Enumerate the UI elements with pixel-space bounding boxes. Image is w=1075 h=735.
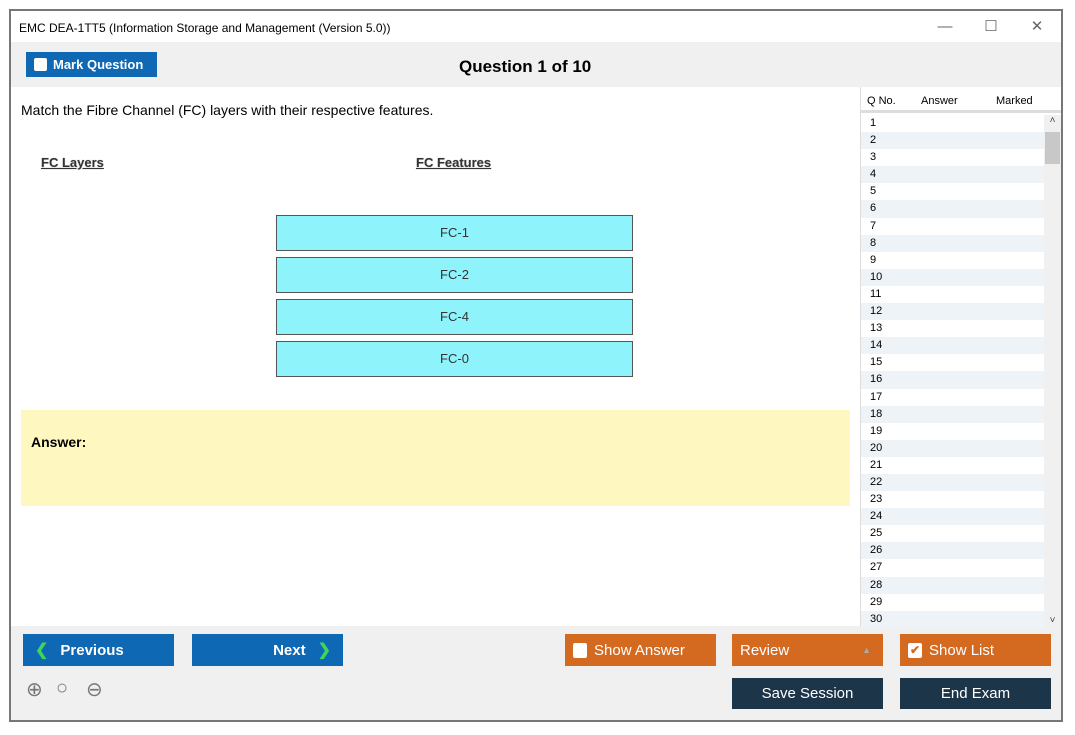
mark-question-button[interactable]: Mark Question <box>26 52 157 77</box>
list-item[interactable]: 29 <box>870 595 883 608</box>
caret-up-icon: ▲ <box>862 645 871 655</box>
question-text: Match the Fibre Channel (FC) layers with… <box>21 102 434 118</box>
review-dropdown[interactable]: Review ▲ <box>732 634 883 666</box>
previous-label: Previous <box>60 641 124 659</box>
list-item[interactable]: 22 <box>861 473 1044 492</box>
list-item[interactable]: 11 <box>870 287 882 300</box>
maximize-button[interactable]: ☐ <box>984 18 998 35</box>
list-item[interactable]: 3 <box>870 151 877 164</box>
show-list-label: Show List <box>929 641 995 659</box>
col-answer: Answer <box>921 95 958 107</box>
list-item[interactable]: 5 <box>870 185 877 198</box>
fc-features-header: FC Features <box>416 155 492 170</box>
drag-item-fc-0[interactable]: FC-0 <box>276 341 633 377</box>
list-item[interactable]: 2 <box>861 132 1044 150</box>
list-item[interactable]: 13 <box>870 322 883 335</box>
mark-question-label: Mark Question <box>53 57 144 72</box>
list-item[interactable]: 4 <box>861 166 1044 184</box>
list-item[interactable]: 18 <box>861 405 1044 423</box>
app-window: EMC DEA-1TT5 (Information Storage and Ma… <box>9 9 1063 722</box>
zoom-out-icon[interactable]: ⊖ <box>86 679 103 701</box>
save-session-button[interactable]: Save Session <box>732 678 883 709</box>
next-button[interactable]: Next ❯ <box>192 634 343 666</box>
list-item[interactable]: 28 <box>861 576 1044 594</box>
list-item[interactable]: 19 <box>870 424 883 437</box>
list-item[interactable]: 7 <box>870 219 877 232</box>
list-item[interactable]: 26 <box>861 542 1044 560</box>
checkbox-icon <box>573 642 587 658</box>
question-counter: Question 1 of 10 <box>459 57 592 76</box>
scroll-thumb[interactable] <box>1045 132 1060 164</box>
toolbar: Mark Question Question 1 of 10 <box>11 42 1061 87</box>
checkbox-icon <box>34 58 47 71</box>
checkbox-checked-icon: ✔ <box>908 642 922 658</box>
list-item[interactable]: 23 <box>870 493 883 506</box>
show-answer-button[interactable]: Show Answer <box>565 634 716 666</box>
drag-item-fc-4[interactable]: FC-4 <box>276 299 633 335</box>
list-item[interactable]: 16 <box>861 371 1044 389</box>
close-button[interactable]: ✕ <box>1030 18 1044 35</box>
list-item[interactable]: 24 <box>861 508 1044 526</box>
show-list-button[interactable]: ✔ Show List <box>900 634 1051 666</box>
drag-item-fc-1[interactable]: FC-1 <box>276 215 633 251</box>
list-item[interactable]: 15 <box>870 356 883 369</box>
list-item[interactable]: 25 <box>870 527 883 540</box>
list-item[interactable]: 20 <box>861 439 1044 457</box>
chevron-right-icon: ❯ <box>317 642 331 659</box>
zoom-reset-icon[interactable]: ○ <box>56 677 69 699</box>
list-item[interactable]: 8 <box>861 234 1044 252</box>
scroll-up-icon[interactable]: ˄ <box>1049 115 1056 126</box>
next-label: Next <box>273 641 306 659</box>
zoom-in-icon[interactable]: ⊕ <box>26 679 43 701</box>
scroll-down-icon[interactable]: ˅ <box>1049 615 1056 626</box>
answer-label: Answer: <box>31 434 87 450</box>
col-marked: Marked <box>996 95 1033 107</box>
drag-item-fc-2[interactable]: FC-2 <box>276 257 633 293</box>
review-label: Review <box>740 641 790 659</box>
window-title: EMC DEA-1TT5 (Information Storage and Ma… <box>19 21 391 35</box>
list-item[interactable]: 14 <box>861 337 1044 355</box>
answer-box: Answer: <box>21 410 850 506</box>
col-qno: Q No. <box>867 95 896 107</box>
minimize-button[interactable]: — <box>937 18 953 35</box>
question-area: Match the Fibre Channel (FC) layers with… <box>11 87 860 626</box>
scrollbar[interactable]: ˄ ˅ <box>1044 115 1061 626</box>
chevron-left-icon: ❮ <box>35 642 49 659</box>
list-item[interactable]: 10 <box>861 268 1044 286</box>
previous-button[interactable]: ❮ Previous <box>23 634 174 666</box>
show-answer-label: Show Answer <box>594 641 685 659</box>
fc-layers-header: FC Layers <box>41 155 104 170</box>
list-header: Q No. Answer Marked <box>861 87 1061 113</box>
list-item[interactable]: 21 <box>870 458 883 471</box>
list-item[interactable]: 12 <box>861 303 1044 321</box>
list-item[interactable]: 6 <box>861 200 1044 218</box>
list-item[interactable]: 27 <box>870 561 883 574</box>
list-item[interactable]: 1 <box>870 117 877 129</box>
title-bar: EMC DEA-1TT5 (Information Storage and Ma… <box>11 11 1061 42</box>
list-item[interactable]: 9 <box>870 253 877 266</box>
list-item[interactable]: 30 <box>861 610 1044 628</box>
end-exam-button[interactable]: End Exam <box>900 678 1051 709</box>
list-item[interactable]: 17 <box>870 390 883 403</box>
